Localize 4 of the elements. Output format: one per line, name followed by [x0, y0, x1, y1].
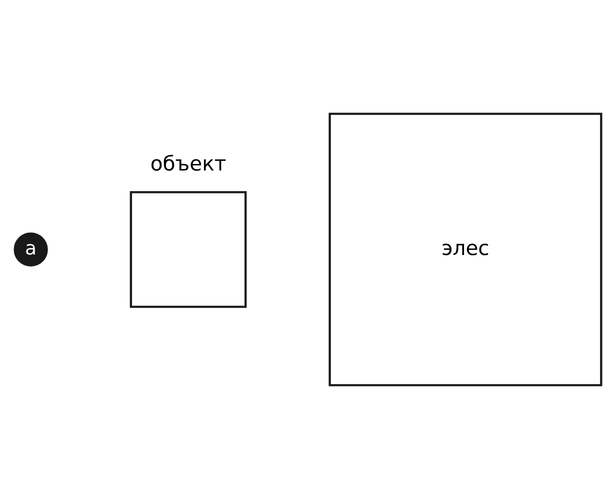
node-box [130, 191, 247, 308]
node-circle: a [14, 232, 48, 267]
node-box: элес [328, 112, 602, 386]
node-label: объект [150, 152, 226, 176]
